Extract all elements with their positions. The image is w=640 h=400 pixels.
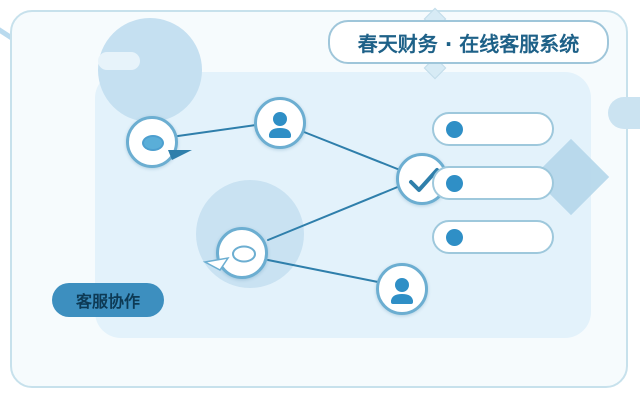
chat-bubble-node-top [126,116,178,168]
decorative-pill-small [98,52,140,70]
dot-icon [446,121,463,138]
dot-icon [446,229,463,246]
user-icon [269,112,291,138]
chat-bubble-icon [142,135,164,151]
list-item [432,220,554,254]
chat-bubble-node-bottom [216,227,268,279]
checkmark-icon [409,168,439,192]
chat-bubble-icon [232,245,256,263]
system-title: 春天财务 · 在线客服系统 [328,20,609,64]
dot-icon [446,175,463,192]
user-node-bottom [376,263,428,315]
collaboration-badge-label: 客服协作 [75,292,140,311]
link-chat-to-check [267,185,401,241]
system-title-text: 春天财务 · 在线客服系统 [357,31,580,56]
collaboration-badge: 客服协作 [52,283,164,317]
user-node-top [254,97,306,149]
list-item [432,166,554,200]
link-chat-to-user-bottom [267,259,379,283]
link-user-to-check [303,131,401,171]
user-icon [391,278,413,304]
decorative-circle-large [98,18,202,122]
link-chat-to-user [177,124,257,137]
decorative-pill-right [608,97,640,129]
list-item [432,112,554,146]
